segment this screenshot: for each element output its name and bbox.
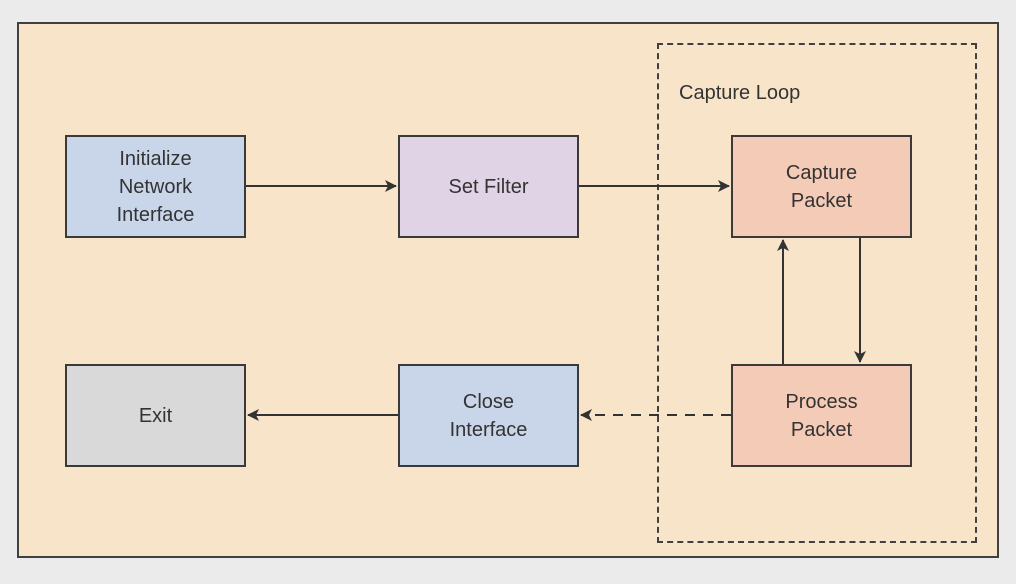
diagram-canvas: [17, 22, 999, 558]
node-close-interface-label: Close Interface: [449, 390, 528, 441]
node-set-filter: Set Filter: [398, 135, 579, 238]
node-close-interface: Close Interface: [398, 364, 579, 467]
capture-loop-label: Capture Loop: [679, 82, 801, 104]
node-initialize-network-interface: Initialize Network Interface: [65, 135, 246, 238]
node-set-filter-label: Set Filter: [448, 175, 529, 198]
node-initialize-label: Initialize Network Interface: [116, 147, 195, 226]
node-exit: Exit: [65, 364, 246, 467]
node-process-packet: Process Packet: [731, 364, 912, 467]
node-exit-label: Exit: [138, 404, 173, 427]
node-capture-packet-label: Capture Packet: [785, 161, 858, 212]
node-capture-packet: Capture Packet: [731, 135, 912, 238]
node-process-packet-label: Process Packet: [785, 390, 858, 441]
capture-loop-group: [657, 43, 977, 543]
